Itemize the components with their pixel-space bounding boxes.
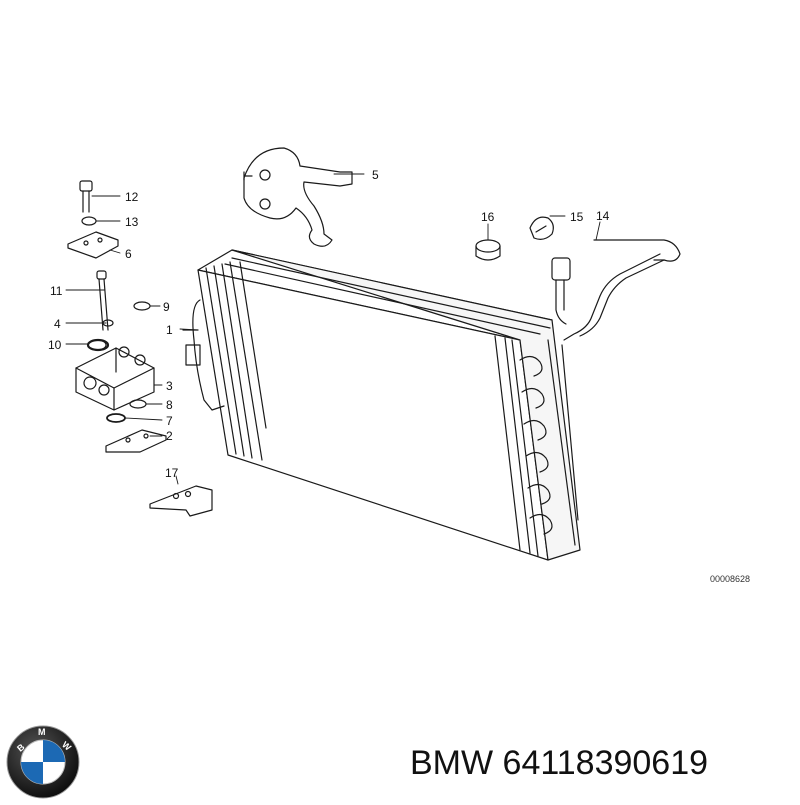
leader-lines [65, 173, 601, 485]
pipe-flange [243, 147, 353, 247]
evaporator-core [182, 249, 581, 561]
callout-11: 11 [50, 284, 63, 298]
oem-part-number: 64118390619 [502, 744, 709, 782]
part-number-caption: BMW 64118390619 [410, 738, 790, 788]
brand-name: BMW [410, 744, 494, 782]
svg-text:B: B [15, 741, 27, 753]
callout-1: 1 [166, 323, 173, 337]
callout-2: 2 [166, 429, 173, 443]
bmw-logo: B M W [5, 724, 81, 800]
callout-6: 6 [125, 247, 132, 261]
expansion-valve [75, 339, 155, 411]
bmw-roundel-icon: B M W [6, 725, 80, 799]
callout-13: 13 [125, 215, 139, 229]
callout-14: 14 [596, 209, 610, 223]
callout-7: 7 [166, 414, 173, 428]
callout-5: 5 [372, 168, 379, 182]
callout-10: 10 [48, 338, 62, 352]
svg-text:M: M [38, 727, 46, 737]
callout-17: 17 [165, 466, 179, 480]
callout-4: 4 [54, 317, 61, 331]
callout-9: 9 [163, 300, 170, 314]
callout-16: 16 [481, 210, 495, 224]
callout-8: 8 [166, 398, 173, 412]
callout-15: 15 [570, 210, 584, 224]
drawing-code: 00008628 [710, 574, 750, 584]
callout-12: 12 [125, 190, 139, 204]
hardware-parts [67, 180, 681, 517]
callout-3: 3 [166, 379, 173, 393]
callout-labels: 12 13 6 11 9 4 10 3 8 7 2 17 1 5 16 15 1… [48, 168, 750, 584]
